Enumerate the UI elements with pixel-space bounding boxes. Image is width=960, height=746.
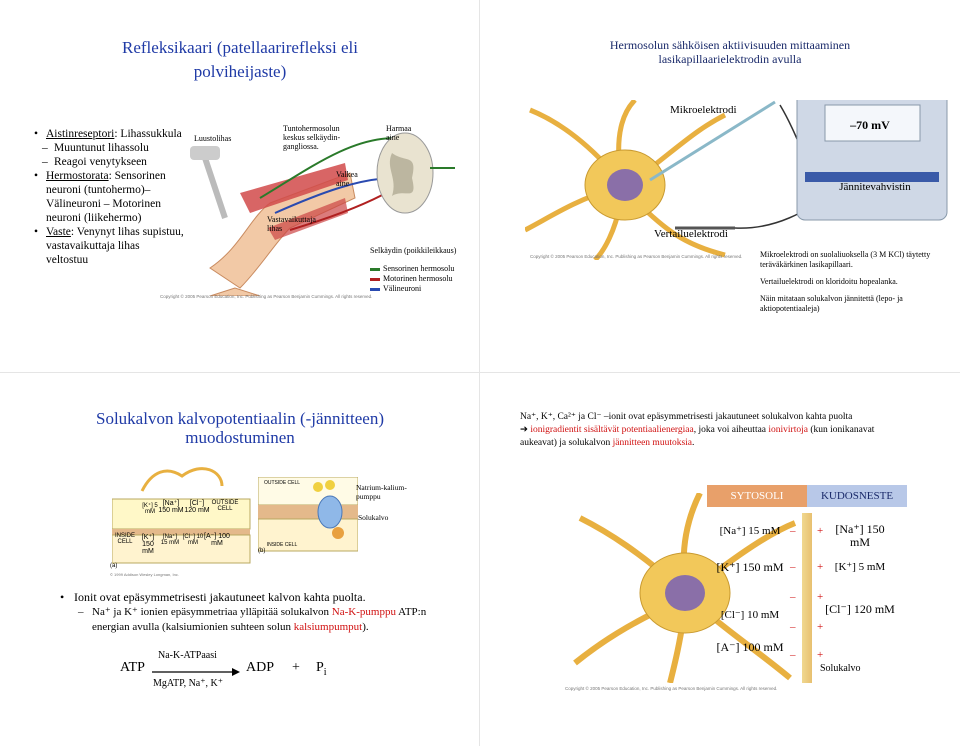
minus-sign: – [790,561,796,573]
eq-phosphate: Pi [316,660,327,678]
legend-sensory: Sensorinen hermosolu [370,264,454,273]
na-in: [Na⁺] 15 mM [160,534,180,546]
legend-motor: Motorinen hermosolu [370,274,453,283]
slide-2: Hermosolun sähköisen aktiivisuuden mitta… [480,0,960,373]
note-reference: Vertailuelektrodi on kloridoitu hopealan… [760,277,898,286]
ion-in-k: [K⁺] 150 mM [716,560,784,574]
bullet-pathway: Hermostorata: Sensorinen neuroni (tuntoh… [34,169,184,225]
part-a-label: (a) [110,563,118,569]
plus-sign: + [817,649,824,661]
bullet-response: Vaste: Venynyt lihas supistuu, vastavaik… [34,225,184,267]
slide-4: Na⁺, K⁺, Ca²⁺ ja Cl⁻ –ionit ovat epäsymm… [480,373,960,746]
sub-bullet: Reagoi venytykseen [34,155,184,169]
outside-cell-label-b: OUTSIDE CELL [263,480,301,486]
k-in: [K⁺] 150 mM [141,534,155,555]
reaction-arrow-icon [152,668,240,676]
legend-motor-swatch [370,277,380,281]
header-sytosoli: SYTOSOLI [707,485,807,507]
label-jannitevahvistin: Jännitevahvistin [839,181,911,193]
label-vastavaikuttaja: Vastavaikuttaja lihas [267,215,316,233]
label-solukalvo: Solukalvo [358,513,389,522]
slide-2-title: Hermosolun sähköisen aktiivisuuden mitta… [609,38,851,66]
cl-out: [Cl⁻] 120 mM [184,500,210,514]
note-measurement: Näin mitataan solukalvon jännitettä (lep… [760,294,903,313]
legend-sensory-swatch [370,267,380,271]
label-selkaydin: Selkäydin (poikkileikkaus) [370,246,457,255]
ion-in-a: [A⁻] 100 mM [716,640,784,654]
label-valkea-aine: Valkea aine [336,170,358,188]
a-in: [A⁻] 100 mM [204,533,230,547]
reflex-bullets: Aistinreseptori: Lihassukkula Muuntunut … [34,127,184,267]
minus-sign: – [790,525,796,537]
ion-bullets: •Ionit ovat epäsymmetrisesti jakautuneet… [60,589,460,635]
label-tuntohermosolu: Tuntohermosolun keskus selkäydin-ganglio… [283,124,341,151]
note-microelectrode: Mikroelektrodi on suolaliuoksella (3 M K… [760,250,931,269]
minus-sign: – [790,621,796,633]
slide-separator-horizontal [0,372,960,373]
voltage-readout: –70 mV [850,118,890,132]
label-harmaa-aine: Harmaa aine [386,124,412,142]
minus-sign: – [790,591,796,603]
reflex-arc-illustration [190,132,455,296]
slide-3-title: Solukalvon kalvopotentiaalin (-jännittee… [96,409,384,447]
ion-in-cl: [Cl⁻] 10 mM [720,609,780,621]
notes: Mikroelektrodi on suolaliuoksella (3 M K… [760,250,945,314]
header-kudosneste: KUDOSNESTE [807,485,907,507]
ion-distribution-diagram-a [112,467,251,564]
plus-sign: + [817,561,824,573]
ion-out-k: [K⁺] 5 mM [834,561,886,573]
slide-1-title: Refleksikaari (patellaarirefleksi eli po… [122,38,358,81]
neuron-electrode-illustration [525,100,948,260]
legend-inter: Välineuroni [370,284,421,293]
eq-enzyme: Na-K-ATPaasi [158,650,217,661]
label-pump: Natrium-kalium-pumppu [356,483,407,501]
label-luustolihas: Luustolihas [194,134,232,143]
copyright: Copyright © 2005 Pearson Education, Inc.… [565,686,778,691]
k-out: [K⁺] 5 mM [142,503,158,515]
copyright: © 1999 Addison Wesley Longman, Inc. [110,572,179,577]
ion-gradient-text: Na⁺, K⁺, Ca²⁺ ja Cl⁻ –ionit ovat epäsymm… [520,412,875,448]
eq-adp: ADP [246,660,275,675]
slide-1: Refleksikaari (patellaarirefleksi eli po… [0,0,480,373]
ion-out-na: [Na⁺] 150 mM [835,522,885,549]
plus-sign: + [817,591,824,603]
slide-3: Solukalvon kalvopotentiaalin (-jännittee… [0,373,480,746]
plus-sign: + [817,525,824,537]
eq-plus: + [292,660,300,675]
part-b-label: (b) [258,548,266,554]
bullet-asymmetry: •Ionit ovat epäsymmetrisesti jakautuneet… [60,590,366,604]
sub-bullet: Muuntunut lihassolu [34,141,184,155]
copyright: Copyright © 2005 Pearson Education, Inc.… [530,254,743,259]
inside-cell-label: INSIDE CELL [114,533,135,545]
membrane [802,513,812,683]
eq-atp: ATP [120,660,145,675]
plus-sign: + [817,621,824,633]
na-out: [Na⁺] 150 mM [158,500,184,514]
bullet-receptor: Aistinreseptori: Lihassukkula [34,127,184,141]
legend-inter-swatch [370,287,380,291]
slide-separator-vertical [479,0,480,746]
copyright: Copyright © 2005 Pearson Education, Inc.… [160,294,373,299]
outside-cell-label: OUTSIDE CELL [211,500,239,512]
ion-in-na: [Na⁺] 15 mM [719,525,781,537]
eq-cofactors: MgATP, Na⁺, K⁺ [153,678,224,689]
inside-cell-label-b: INSIDE CELL [266,542,298,548]
minus-sign: – [790,649,796,661]
membrane-pump-diagram-b [258,477,358,552]
label-solukalvo: Solukalvo [820,663,861,674]
cl-in: [Cl⁻] 10 mM [182,534,204,546]
label-mikroelektrodi: Mikroelektrodi [670,104,737,116]
sub-bullet-pump: –Na⁺ ja K⁺ ionien epäsymmetriaa ylläpitä… [78,606,427,633]
neuron-illustration [573,493,797,683]
ion-out-cl: [Cl⁻] 120 mM [825,602,895,616]
label-vertailuelektrodi: Vertailuelektrodi [654,228,728,240]
